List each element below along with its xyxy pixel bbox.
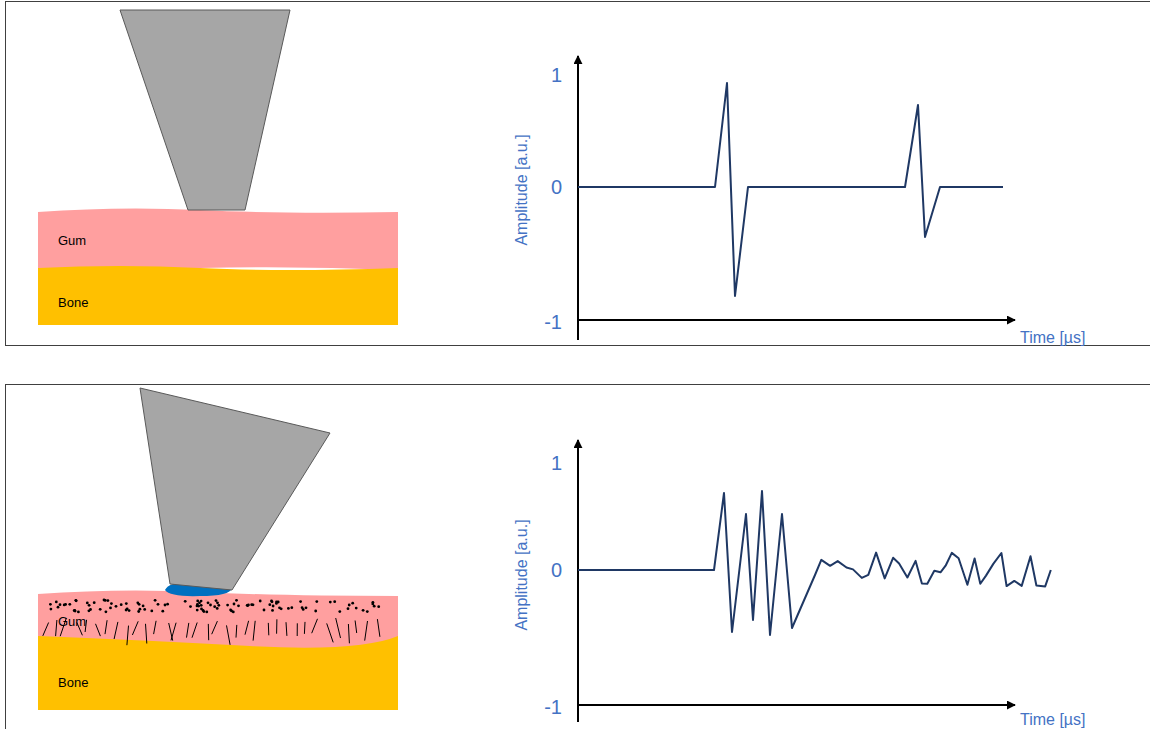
axis-title: Amplitude [a.u.]: [514, 519, 530, 630]
tissue-label: Gum: [58, 233, 86, 248]
bone-band: [38, 266, 398, 325]
axis-title: Time [µs]: [1020, 712, 1086, 728]
gum-band: [38, 208, 398, 270]
axis-title: Time [µs]: [1020, 330, 1086, 346]
tissue-label: Bone: [58, 295, 88, 310]
axis-tick: -1: [544, 697, 562, 717]
axis-tick: 1: [551, 65, 562, 85]
tissue-label: Gum: [58, 614, 86, 629]
axis-tick: 1: [551, 453, 562, 473]
gum-band: Gum: [38, 594, 398, 638]
bone-band: [38, 636, 398, 710]
bone-band: Bone: [38, 270, 398, 325]
panel-frame: [6, 385, 1150, 729]
tissue-label: Bone: [58, 675, 88, 690]
axis-tick: -1: [544, 312, 562, 332]
x-axis: [578, 704, 1015, 706]
axis-title: Amplitude [a.u.]: [514, 134, 530, 245]
y-axis: [577, 56, 579, 340]
tissue-texture: [43, 599, 380, 646]
y-axis: [577, 440, 579, 722]
axis-tick: 0: [551, 560, 562, 580]
panel-frame: [6, 2, 1150, 346]
ultrasound-probe: [120, 10, 290, 210]
axis-tick: 0: [551, 177, 562, 197]
bone-band: Bone: [38, 652, 398, 710]
echo-signal: [578, 491, 1051, 635]
echo-signal: [578, 83, 1003, 296]
x-axis: [578, 319, 1015, 321]
gum-band: Gum: [38, 212, 398, 270]
ultrasound-probe: [140, 388, 330, 590]
